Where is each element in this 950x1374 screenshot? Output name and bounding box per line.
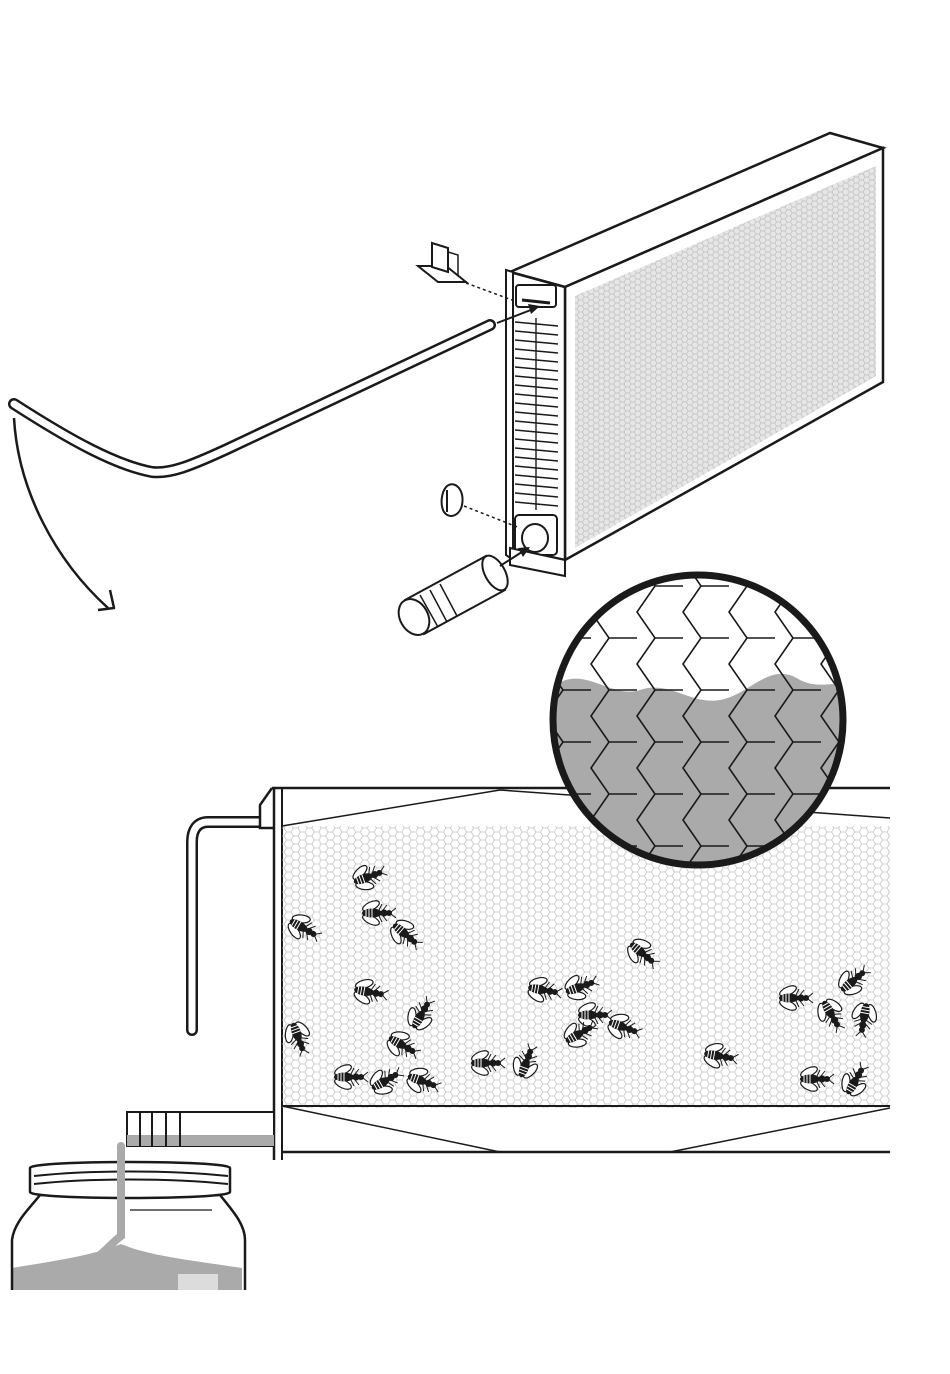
clip-icon bbox=[418, 243, 512, 300]
tap-tube-icon bbox=[393, 547, 530, 640]
crank-handle-icon bbox=[14, 304, 540, 472]
honey-jar-icon bbox=[12, 1146, 245, 1290]
beehive-frame-icon bbox=[506, 133, 883, 576]
